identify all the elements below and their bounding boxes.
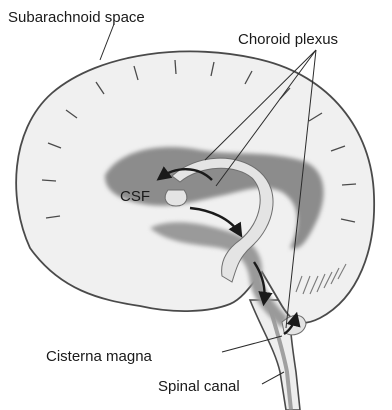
label-cisterna-magna: Cisterna magna bbox=[46, 348, 153, 365]
leader-subarachnoid bbox=[100, 24, 114, 60]
label-subarachnoid-space: Subarachnoid space bbox=[8, 9, 145, 26]
label-choroid-plexus: Choroid plexus bbox=[238, 31, 338, 48]
label-spinal-canal: Spinal canal bbox=[158, 378, 240, 395]
label-csf: CSF bbox=[120, 188, 150, 205]
